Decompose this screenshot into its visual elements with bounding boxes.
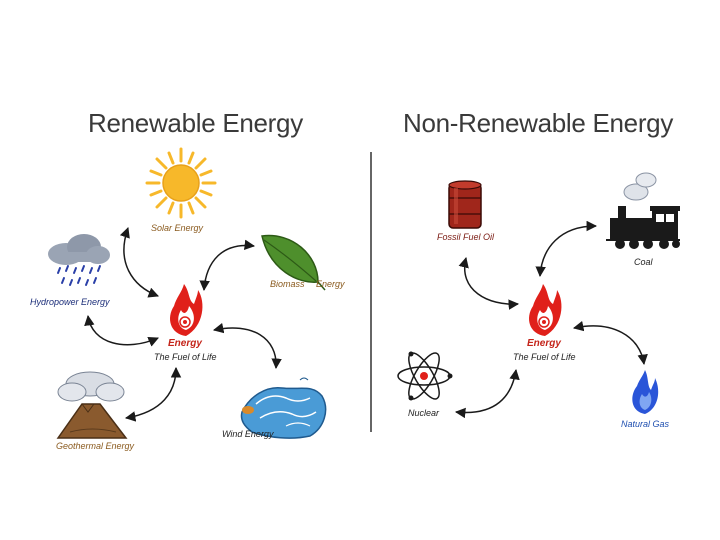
arrow-energy-to-wind	[212, 322, 282, 370]
fossil-oil-label: Fossil Fuel Oil	[437, 232, 495, 242]
geothermal-label: Geothermal Energy	[56, 441, 135, 451]
natural-gas-label: Natural Gas	[621, 419, 670, 429]
arrow-biomass-to-energy	[199, 239, 256, 292]
wave-icon	[240, 377, 327, 439]
rain-cloud-icon	[48, 234, 110, 286]
arrow-geothermal-to-energy	[124, 366, 182, 422]
nuclear-label: Nuclear	[408, 408, 440, 418]
arrow-hydro-to-energy	[84, 314, 159, 347]
gas-flame-icon	[632, 370, 659, 414]
oil-barrel-icon	[448, 180, 482, 229]
arrow-coal-to-energy	[535, 220, 598, 278]
arrow-energy-to-gas	[572, 320, 648, 366]
flame-icon	[170, 284, 203, 336]
center-energy-title: Energy	[168, 338, 202, 349]
nonrenewable-title: Non-Renewable Energy	[403, 108, 674, 138]
coal-label: Coal	[634, 257, 653, 267]
biomass-label: Biomass	[270, 279, 305, 289]
volcano-icon	[56, 371, 128, 439]
arrow-oil-to-energy	[458, 256, 520, 310]
renewable-arrows	[84, 227, 282, 422]
hydro-label: Hydropower Energy	[30, 297, 110, 307]
sun-icon	[145, 147, 217, 219]
center-subtitle-2: The Fuel of Life	[513, 352, 576, 362]
nonrenewable-arrows	[454, 220, 648, 419]
biomass-energy-label: Energy	[316, 279, 345, 289]
solar-label: Solar Energy	[151, 223, 204, 233]
atom-icon	[397, 351, 453, 401]
arrow-nuclear-to-energy	[454, 368, 520, 419]
center-subtitle: The Fuel of Life	[154, 352, 217, 362]
wind-label: Wind Energy	[222, 429, 274, 439]
locomotive-icon	[606, 172, 680, 249]
flame-icon	[529, 284, 562, 336]
leaf-icon	[261, 234, 326, 291]
arrow-solar-to-energy	[119, 227, 159, 298]
renewable-title: Renewable Energy	[88, 108, 303, 138]
center-energy-title-2: Energy	[527, 338, 561, 349]
